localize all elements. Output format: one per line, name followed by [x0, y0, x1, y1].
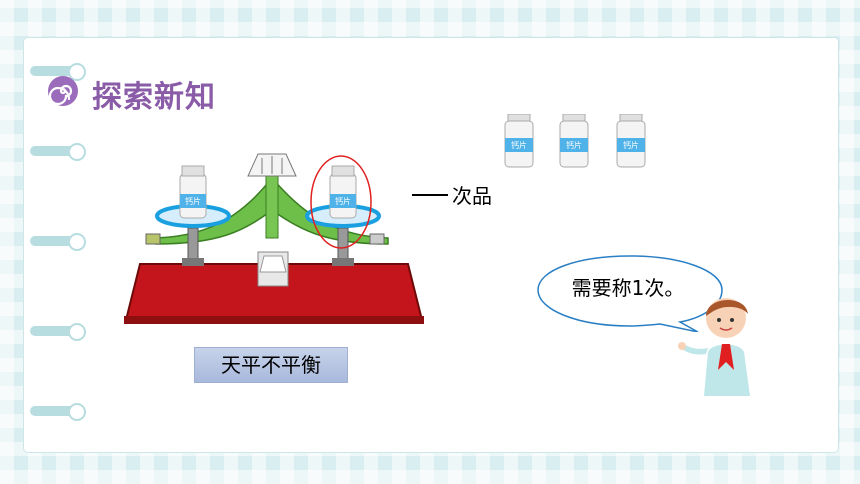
- bottle-icon: 钙片: [559, 114, 589, 168]
- balance-scale: 钙片 钙片: [124, 153, 424, 324]
- result-label: 次品: [452, 184, 492, 208]
- bottle-label: 钙片: [623, 140, 639, 150]
- highlight-circle: [310, 155, 372, 249]
- student-illustration: [678, 298, 750, 396]
- content-card: [24, 38, 838, 452]
- connector-line: [412, 194, 448, 196]
- speech-text: 需要称1次。: [571, 276, 685, 300]
- section-title: 探索新知: [92, 80, 216, 115]
- left-bottle-label: 钙片: [185, 196, 201, 206]
- right-bottle-label: 钙片: [335, 196, 351, 206]
- spiral-icon: [48, 76, 78, 106]
- speech-bubble: [537, 255, 723, 332]
- binder-ring: [30, 143, 86, 161]
- binder-ring: [30, 63, 86, 81]
- bottle-label: 钙片: [511, 140, 527, 150]
- binder-ring: [30, 403, 86, 421]
- binder-ring: [30, 323, 86, 341]
- bottle-label: 钙片: [566, 140, 582, 150]
- balance-status-label: 天平不平衡: [194, 347, 348, 383]
- bottle-icon: 钙片: [616, 114, 646, 168]
- binder-ring: [30, 233, 86, 251]
- bottle-icon: 钙片: [504, 114, 534, 168]
